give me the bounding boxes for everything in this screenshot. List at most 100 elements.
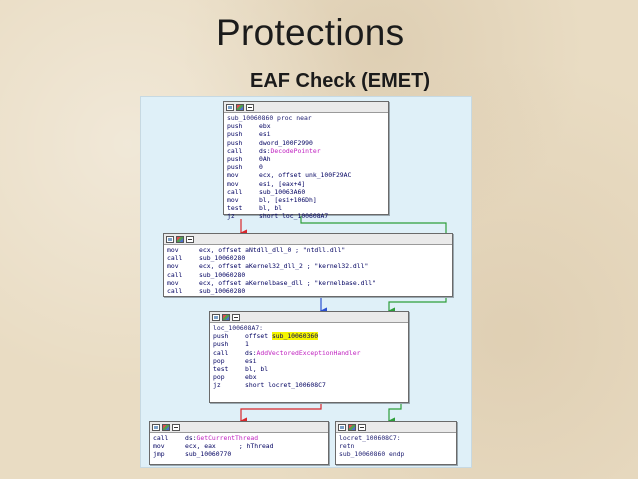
asm-line[interactable]: locret_100608C7: [339,434,453,442]
asm-mnemonic: mov [167,262,179,271]
asm-line[interactable]: retn [339,442,453,450]
asm-line[interactable]: push offset sub_10060360 [213,332,405,341]
group-icon[interactable] [246,103,254,111]
group-icon[interactable] [358,423,366,431]
group-icon[interactable] [186,235,194,243]
asm-mnemonic: locret_100608C7: [339,434,401,442]
graph-icon[interactable] [152,423,160,431]
block-toolbar [164,234,452,245]
asm-mnemonic: mov [227,171,239,180]
asm-line[interactable]: call ds:GetCurrentThread [153,434,325,442]
asm-mnemonic: call [153,434,169,442]
asm-mnemonic: push [213,340,229,349]
asm-mnemonic: call [227,187,243,196]
asm-operand: ecx, offset aNtdll_dll_0 ; "ntdll.dll" [199,246,346,254]
asm-mnemonic: push [213,332,229,341]
asm-line[interactable]: jmp sub_10060770 [153,450,325,458]
asm-operand: esi [245,356,257,365]
asm-operand: short locret_100608C7 [245,381,326,390]
asm-line[interactable]: pop esi [213,357,405,365]
asm-operand: ds:GetCurrentThread [185,434,259,442]
asm-mnemonic: jmp [153,450,165,459]
asm-operand: offset sub_10060360 [245,332,319,341]
group-icon[interactable] [172,423,180,431]
asm-mnemonic: mov [153,442,165,451]
asm-mnemonic: push [227,154,243,163]
graph-icon[interactable] [212,313,220,321]
color-icon[interactable] [236,103,244,111]
graph-icon[interactable] [226,103,234,111]
asm-line[interactable]: sub_10060860 endp [339,450,453,458]
asm-mnemonic: retn [339,442,355,451]
asm-mnemonic: mov [227,195,239,204]
block-toolbar [210,312,408,323]
asm-mnemonic: mov [227,179,239,188]
asm-mnemonic: mov [167,278,179,287]
asm-operand: ecx, offset unk_100F29AC [259,171,352,180]
asm-mnemonic: pop [213,373,225,382]
color-icon[interactable] [176,235,184,243]
asm-mnemonic: test [227,204,243,213]
code-block-load-dlls[interactable]: mov ecx, offset aNtdll_dll_0 ; "ntdll.dll… [163,233,453,297]
asm-operand: ds:AddVectoredExceptionHandler [245,348,361,357]
asm-mnemonic: pop [213,356,225,365]
edge-n3-to-n4 [239,403,322,425]
asm-mnemonic: call [167,270,183,279]
asm-operand: short loc_100608A7 [259,212,329,221]
asm-operand: sub_10060280 [199,286,246,295]
asm-mnemonic: push [227,138,243,147]
asm-mnemonic: call [167,254,183,263]
asm-operand: bl, bl [259,204,283,213]
asm-line[interactable]: mov ecx, offset aKernel32_dll_2 ; "kernel… [167,262,449,270]
graph-icon[interactable] [166,235,174,243]
asm-operand: 1 [245,340,249,349]
asm-line[interactable]: mov ecx, offset aKernelbase_dll ; "kernel… [167,279,449,287]
asm-line[interactable]: sub_10060860 proc near [227,114,385,122]
asm-operand: esi, [eax+4] [259,179,306,188]
asm-line[interactable]: mov esi, [eax+4] [227,180,385,188]
color-icon[interactable] [348,423,356,431]
slide-subtitle: EAF Check (EMET) [250,70,431,92]
asm-operand: ds:DecodePointer [259,146,321,155]
asm-line[interactable]: mov ecx, offset unk_100F29AC [227,171,385,179]
asm-mnemonic: test [213,364,229,373]
asm-line[interactable]: loc_100608A7: [213,324,405,332]
asm-line[interactable]: test bl, bl [227,204,385,212]
asm-line[interactable]: call sub_10060280 [167,271,449,279]
block-toolbar [224,102,388,113]
color-icon[interactable] [222,313,230,321]
asm-operand: sub_10060770 [185,450,232,459]
asm-operand: sub_10060280 [199,270,246,279]
asm-mnemonic: push [227,122,243,131]
asm-operand: 0 [259,163,263,172]
graph-icon[interactable] [338,423,346,431]
group-icon[interactable] [232,313,240,321]
asm-operand: ecx, offset aKernel32_dll_2 ; "kernel32.… [199,262,369,271]
asm-line[interactable]: push 1 [213,340,405,348]
asm-operand: ecx, offset aKernelbase_dll ; "kernelbas… [199,278,376,287]
edge-n3-to-n5 [387,403,402,425]
color-icon[interactable] [162,423,170,431]
